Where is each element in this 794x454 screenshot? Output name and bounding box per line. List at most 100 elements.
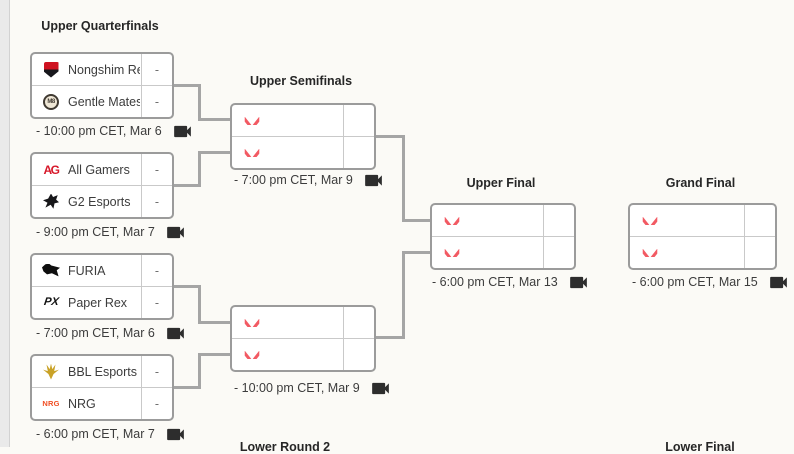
nongshim-redforce-logo-icon (41, 61, 61, 79)
connector-line (170, 386, 201, 389)
connector-line (374, 135, 405, 138)
connector-line (198, 321, 230, 324)
team-name: NRG (68, 396, 96, 411)
team-name: G2 Esports (68, 194, 131, 209)
team-name: All Gamers (68, 162, 130, 177)
round-header-upper-final: Upper Final (466, 176, 536, 190)
team-score (343, 105, 374, 136)
furia-logo-icon (41, 262, 61, 280)
stream-camera-icon[interactable] (770, 276, 787, 289)
connector-line (198, 353, 201, 389)
team-row-tbd (432, 236, 574, 268)
match-grand-final (628, 203, 777, 270)
team-row[interactable]: FURIA - (32, 255, 172, 286)
valorant-placeholder-icon (442, 212, 462, 230)
g2-esports-logo-icon (41, 193, 61, 211)
match-schedule: - 9:00 pm CET, Mar 7 (36, 225, 184, 239)
team-row-tbd (232, 338, 374, 370)
gentle-mates-logo-icon: M8 (41, 93, 61, 111)
team-score: - (141, 86, 172, 117)
valorant-placeholder-icon (640, 244, 660, 262)
valorant-placeholder-icon (442, 244, 462, 262)
paper-rex-logo-icon: PX (42, 296, 60, 308)
team-row[interactable]: AG All Gamers - (32, 154, 172, 185)
match-uqf-1: Nongshim Re... - M8 Gentle Mates - (30, 52, 174, 119)
team-row[interactable]: PX Paper Rex - (32, 286, 172, 318)
nrg-logo-icon: NRG (42, 398, 60, 408)
match-time-text: - 7:00 pm CET, Mar 9 (234, 173, 353, 187)
connector-line (170, 184, 201, 187)
team-score: - (141, 388, 172, 419)
team-name: Paper Rex (68, 295, 128, 310)
connector-line (402, 251, 430, 254)
team-score (744, 237, 775, 268)
team-score: - (141, 186, 172, 217)
connector-line (198, 285, 201, 324)
connector-line (402, 135, 405, 222)
match-schedule: - 6:00 pm CET, Mar 7 (36, 427, 184, 441)
round-header-upper-semifinals: Upper Semifinals (249, 74, 353, 88)
valorant-placeholder-icon (242, 314, 262, 332)
match-schedule: - 6:00 pm CET, Mar 13 (432, 275, 587, 289)
match-schedule: - 7:00 pm CET, Mar 6 (36, 326, 184, 340)
connector-line (198, 118, 230, 121)
connector-line (198, 151, 201, 187)
team-score: - (141, 54, 172, 85)
team-row-tbd (232, 105, 374, 136)
team-score (543, 237, 574, 268)
team-name: Nongshim Re... (68, 62, 140, 77)
match-time-text: - 7:00 pm CET, Mar 6 (36, 326, 155, 340)
stream-camera-icon[interactable] (372, 382, 389, 395)
stream-camera-icon[interactable] (570, 276, 587, 289)
connector-line (374, 336, 405, 339)
stream-camera-icon[interactable] (174, 125, 191, 138)
match-time-text: - 6:00 pm CET, Mar 13 (432, 275, 558, 289)
team-score (343, 137, 374, 168)
stream-camera-icon[interactable] (167, 428, 184, 441)
match-time-text: - 6:00 pm CET, Mar 7 (36, 427, 155, 441)
valorant-placeholder-icon (242, 346, 262, 364)
match-schedule: - 7:00 pm CET, Mar 9 (234, 173, 382, 187)
team-row-tbd (630, 205, 775, 236)
team-name: Gentle Mates (68, 94, 140, 109)
connector-line (170, 84, 201, 87)
team-name: FURIA (68, 263, 106, 278)
match-schedule: - 10:00 pm CET, Mar 9 (234, 381, 389, 395)
team-score: - (141, 356, 172, 387)
match-usf-2 (230, 305, 376, 372)
left-panel-edge (0, 0, 10, 447)
match-schedule: - 6:00 pm CET, Mar 15 (632, 275, 787, 289)
valorant-placeholder-icon (640, 212, 660, 230)
team-row-tbd (432, 205, 574, 236)
team-score (543, 205, 574, 236)
team-row[interactable]: BBL Esports - (32, 356, 172, 387)
bbl-esports-logo-icon (41, 363, 61, 381)
match-schedule: - 10:00 pm CET, Mar 6 (36, 124, 191, 138)
round-header-lower-round-2: Lower Round 2 (239, 440, 331, 454)
stream-camera-icon[interactable] (167, 226, 184, 239)
team-row[interactable]: NRG NRG - (32, 387, 172, 419)
match-time-text: - 10:00 pm CET, Mar 6 (36, 124, 162, 138)
match-usf-1 (230, 103, 376, 170)
stream-camera-icon[interactable] (365, 174, 382, 187)
team-score: - (141, 255, 172, 286)
match-time-text: - 10:00 pm CET, Mar 9 (234, 381, 360, 395)
team-row[interactable]: G2 Esports - (32, 185, 172, 217)
team-row[interactable]: Nongshim Re... - (32, 54, 172, 85)
round-header-upper-quarterfinals: Upper Quarterfinals (41, 19, 159, 33)
team-score: - (141, 154, 172, 185)
connector-line (198, 151, 230, 154)
team-score: - (141, 287, 172, 318)
team-row-tbd (232, 307, 374, 338)
connector-line (198, 84, 201, 121)
team-row-tbd (232, 136, 374, 168)
round-header-grand-final: Grand Final (665, 176, 736, 190)
stream-camera-icon[interactable] (167, 327, 184, 340)
round-header-lower-final: Lower Final (665, 440, 735, 454)
team-row[interactable]: M8 Gentle Mates - (32, 85, 172, 117)
match-time-text: - 6:00 pm CET, Mar 15 (632, 275, 758, 289)
team-name: BBL Esports (68, 364, 138, 379)
connector-line (198, 353, 230, 356)
match-upper-final (430, 203, 576, 270)
